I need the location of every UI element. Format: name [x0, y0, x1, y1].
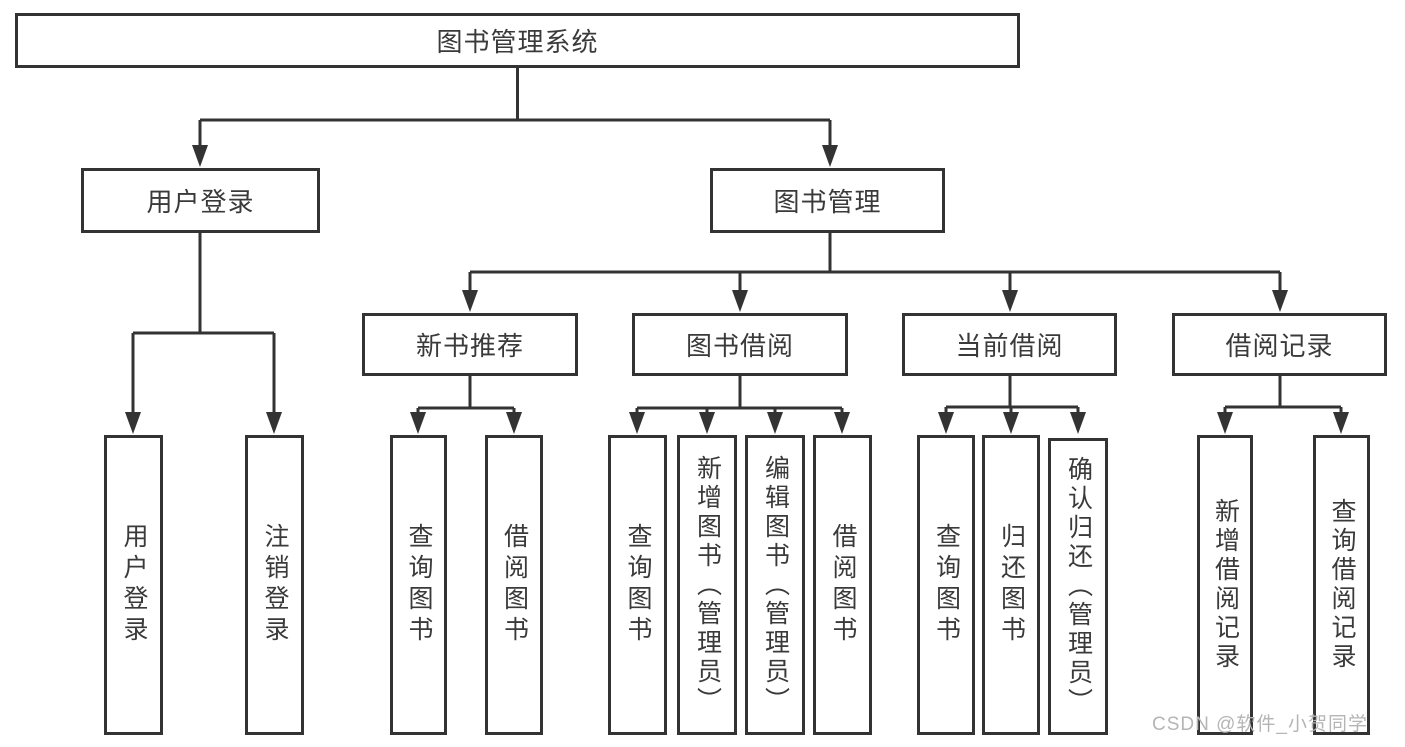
- node-leaf-user-login: 用户登录: [104, 435, 163, 735]
- node-leaf-edit-books-admin: 编辑图书（管理员）: [745, 435, 805, 735]
- node-user-login: 用户登录: [81, 168, 320, 233]
- node-leaf-return-books: 归还图书: [982, 435, 1040, 735]
- csdn-watermark: CSDN @软件_小贺同学: [1152, 714, 1368, 735]
- node-leaf-borrow-books: 借阅图书: [813, 435, 872, 735]
- node-leaf-add-books-admin: 新增图书（管理员）: [677, 435, 737, 735]
- node-leaf-logout: 注销登录: [245, 435, 304, 735]
- node-leaf-query-borrow-record: 查询借阅记录: [1313, 435, 1370, 735]
- arrowheads: [125, 145, 1349, 434]
- node-book-borrowing: 图书借阅: [632, 313, 848, 376]
- node-library-management-system: 图书管理系统: [15, 13, 1020, 68]
- node-leaf-confirm-return-admin: 确认归还（管理员）: [1048, 438, 1108, 735]
- node-leaf-query-books-recommend: 查询图书: [390, 435, 447, 735]
- node-leaf-query-books-borrow: 查询图书: [608, 435, 667, 735]
- node-current-borrowing: 当前借阅: [902, 313, 1117, 376]
- node-leaf-add-borrow-record: 新增借阅记录: [1197, 435, 1253, 735]
- node-leaf-query-books-current: 查询图书: [917, 435, 975, 735]
- node-book-management: 图书管理: [710, 168, 945, 233]
- node-new-book-recommendation: 新书推荐: [362, 313, 578, 376]
- node-borrowing-records: 借阅记录: [1172, 313, 1387, 376]
- node-leaf-borrow-books-recommend: 借阅图书: [485, 435, 543, 735]
